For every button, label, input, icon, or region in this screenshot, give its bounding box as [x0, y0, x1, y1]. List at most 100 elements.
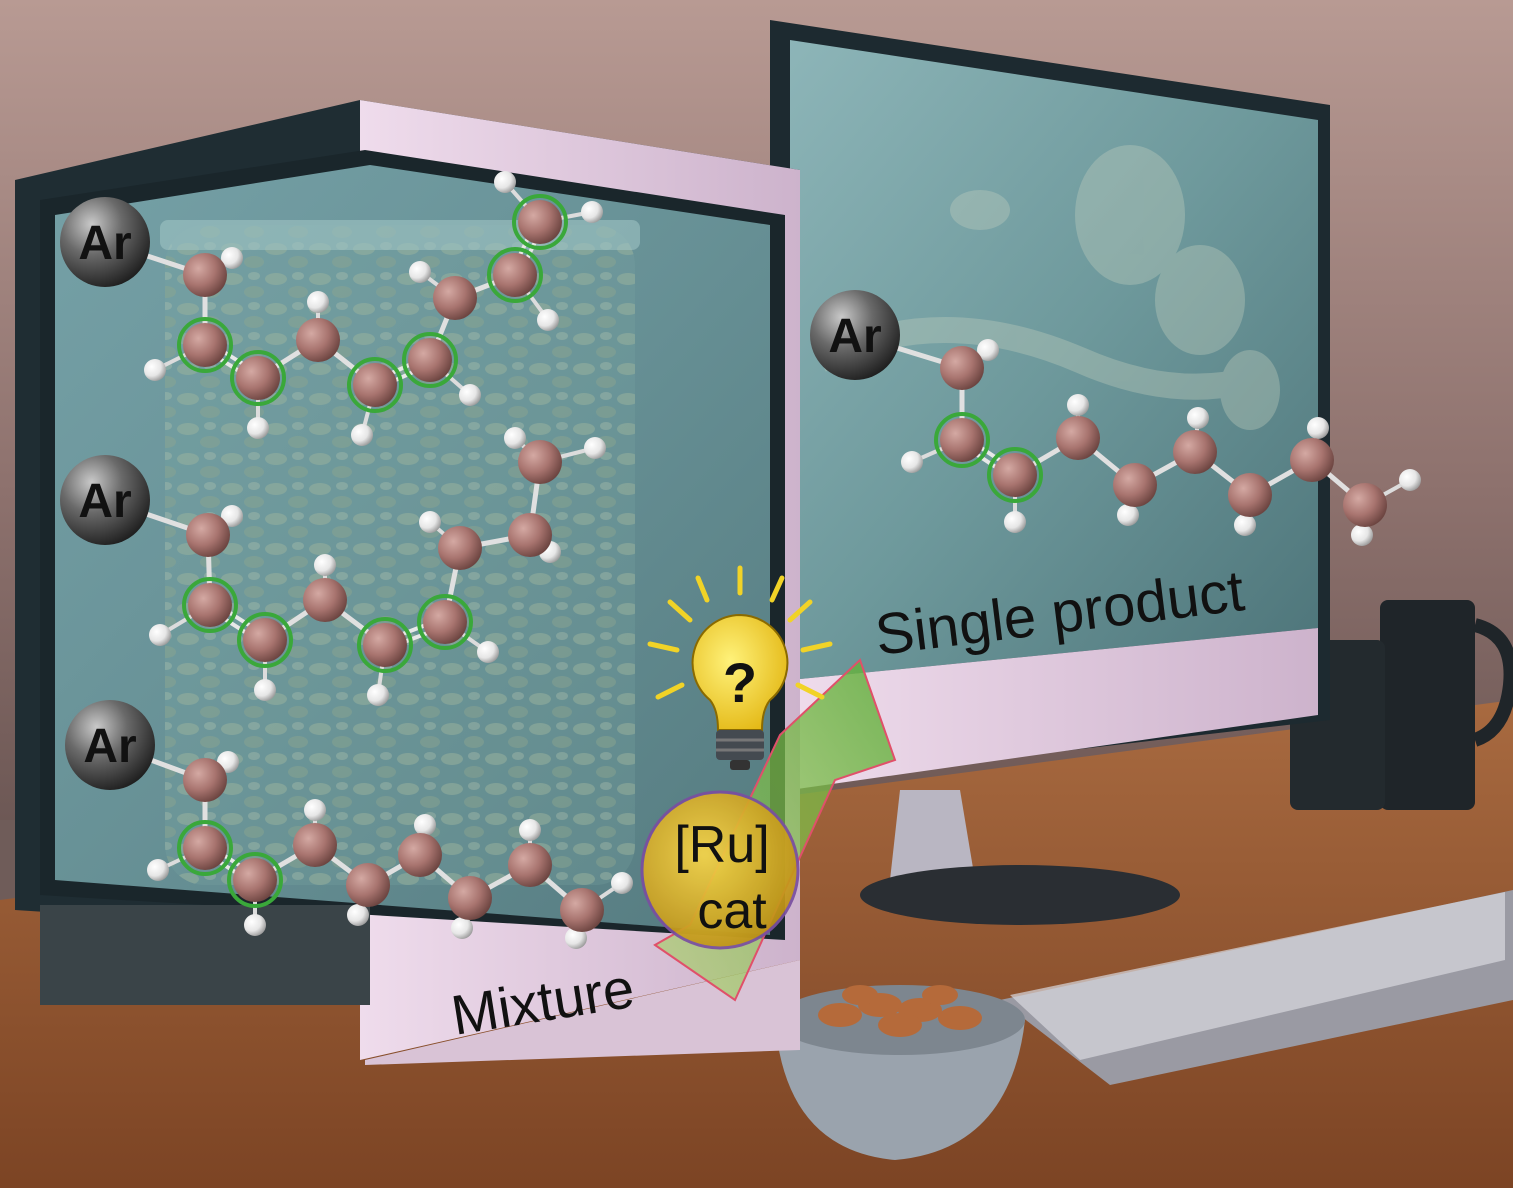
- carbon-atom: [303, 578, 347, 622]
- hydrogen-atom: [537, 309, 559, 331]
- carbon-atom: [183, 758, 227, 802]
- hydrogen-atom: [144, 359, 166, 381]
- hydrogen-atom: [494, 171, 516, 193]
- alkene-highlight: [177, 820, 233, 876]
- alkene-highlight: [402, 332, 458, 388]
- catalyst-label-2: cat: [697, 882, 767, 940]
- hydrogen-atom: [565, 927, 587, 949]
- hydrogen-atom: [351, 424, 373, 446]
- carbon-atom: [993, 453, 1037, 497]
- aryl-label: Ar: [78, 217, 131, 270]
- carbon-atom: [1290, 438, 1334, 482]
- alkene-highlight: [934, 412, 990, 468]
- aryl-sphere: [60, 197, 150, 287]
- aryl-sphere: [60, 455, 150, 545]
- carbon-atom: [518, 200, 562, 244]
- monitor: [770, 20, 1330, 925]
- carbon-atom: [186, 513, 230, 557]
- hydrogen-atom: [611, 872, 633, 894]
- hydrogen-atom: [1399, 469, 1421, 491]
- alkene-highlight: [987, 447, 1043, 503]
- carbon-atom: [398, 833, 442, 877]
- hydrogen-atom: [147, 859, 169, 881]
- carbon-atom: [188, 583, 232, 627]
- hydrogen-atom: [221, 505, 243, 527]
- hydrogen-atom: [451, 917, 473, 939]
- carbon-atom: [1343, 483, 1387, 527]
- carbon-atom: [940, 418, 984, 462]
- aryl-sphere: [65, 700, 155, 790]
- alkene-highlight: [417, 594, 473, 650]
- hydrogen-atom: [1004, 511, 1026, 533]
- carbon-atom: [423, 600, 467, 644]
- carbon-atom: [508, 513, 552, 557]
- monitor-screen: [790, 40, 1318, 680]
- hydrogen-atom: [221, 247, 243, 269]
- carbon-atom: [1173, 430, 1217, 474]
- mug: [1290, 600, 1513, 810]
- carbon-atom: [448, 876, 492, 920]
- hydrogen-atom: [584, 437, 606, 459]
- carbon-atom: [940, 346, 984, 390]
- hydrogen-atom: [977, 339, 999, 361]
- carbon-atom: [493, 253, 537, 297]
- nut-bowl: [775, 985, 1025, 1160]
- hydrogen-atom: [1067, 394, 1089, 416]
- hydrogen-atom: [519, 819, 541, 841]
- carbon-atom: [183, 826, 227, 870]
- molecule-isomer-3: Ar: [65, 700, 633, 949]
- hydrogen-atom: [1187, 407, 1209, 429]
- carbon-atom: [346, 863, 390, 907]
- hydrogen-atom: [504, 427, 526, 449]
- hydrogen-atom: [347, 904, 369, 926]
- hydrogen-atom: [581, 201, 603, 223]
- question-mark: ?: [723, 651, 757, 714]
- molecule-isomer-1: Ar: [60, 171, 603, 446]
- alkene-highlight: [347, 357, 403, 413]
- keyboard: [1000, 890, 1513, 1085]
- hydrogen-atom: [307, 291, 329, 313]
- hydrogen-atom: [367, 684, 389, 706]
- hydrogen-atom: [901, 451, 923, 473]
- carbon-atom: [293, 823, 337, 867]
- alkene-highlight: [177, 317, 233, 373]
- carbon-atom: [560, 888, 604, 932]
- hydrogen-atom: [409, 261, 431, 283]
- hydrogen-atom: [244, 914, 266, 936]
- catalyst-badge: [Ru] cat: [640, 790, 800, 950]
- carbon-atom: [353, 363, 397, 407]
- hydrogen-atom: [149, 624, 171, 646]
- alkene-highlight: [487, 247, 543, 303]
- hydrogen-atom: [419, 511, 441, 533]
- hydrogen-atom: [254, 679, 276, 701]
- aryl-label: Ar: [78, 475, 131, 528]
- carbon-atom: [1056, 416, 1100, 460]
- alkene-highlight: [237, 612, 293, 668]
- carbon-atom: [508, 843, 552, 887]
- carbon-atom: [236, 356, 280, 400]
- carbon-atom: [296, 318, 340, 362]
- carbon-atom: [243, 618, 287, 662]
- aryl-label: Ar: [83, 720, 136, 773]
- carbon-atom: [1113, 463, 1157, 507]
- carbon-atom: [183, 253, 227, 297]
- aryl-sphere: [810, 290, 900, 380]
- carbon-atom: [1228, 473, 1272, 517]
- hydrogen-atom: [247, 417, 269, 439]
- carbon-atom: [433, 276, 477, 320]
- alkene-highlight: [357, 617, 413, 673]
- hydrogen-atom: [1234, 514, 1256, 536]
- lightbulb-icon: ?: [647, 565, 833, 770]
- alkene-highlight: [512, 194, 568, 250]
- molecule-single-product: Ar: [810, 290, 1421, 546]
- carbon-atom: [518, 440, 562, 484]
- hydrogen-atom: [477, 641, 499, 663]
- carbon-atom: [438, 526, 482, 570]
- hydrogen-atom: [314, 554, 336, 576]
- molecule-isomer-2: Ar: [60, 427, 606, 706]
- alkene-highlight: [182, 577, 238, 633]
- hydrogen-atom: [1351, 524, 1373, 546]
- carbon-atom: [233, 858, 277, 902]
